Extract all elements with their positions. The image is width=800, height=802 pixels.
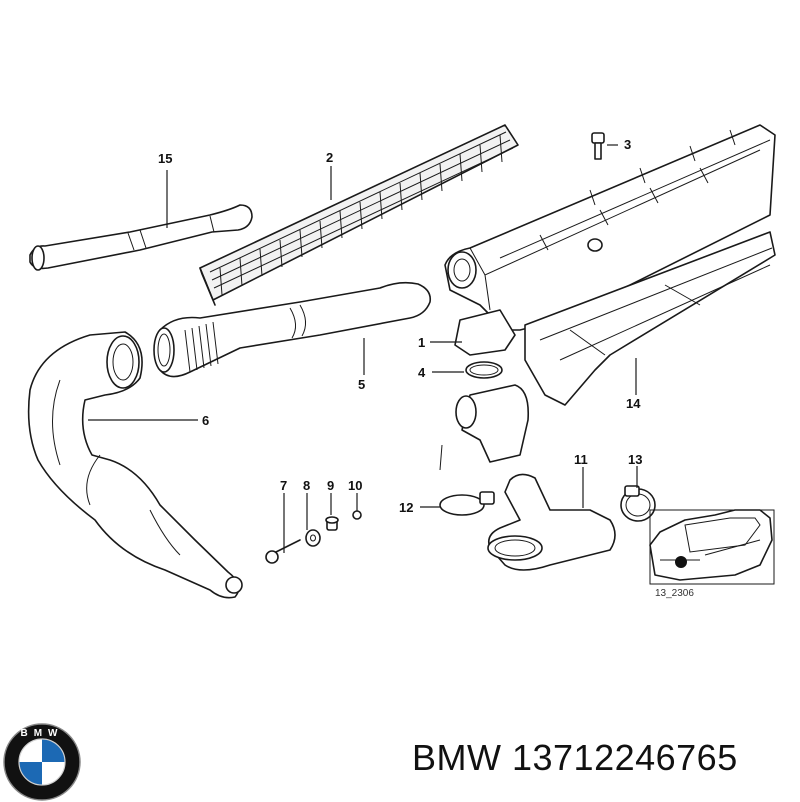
callout-14: 14 [626,396,641,411]
grommet-part-9 [325,516,339,531]
washer-part-8 [305,529,321,547]
part-number-caption: BMW 13712246765 [412,737,738,778]
callout-2: 2 [326,150,333,165]
bmw-logo: BMW [3,723,81,801]
callout-6: 6 [202,413,209,428]
callout-12: 12 [399,500,413,515]
clip-part-10 [352,510,362,520]
bolt-part-3 [591,132,605,160]
vehicle-location-inset: 13_2306 [649,509,775,599]
callout-4: 4 [418,365,426,380]
callout-10: 10 [348,478,362,493]
hose-part-11 [487,473,616,571]
logo-lettering: BMW [21,728,64,739]
callout-1: 1 [418,335,425,350]
intake-boot-part-5 [153,281,432,378]
intake-duct-part-6 [27,331,243,599]
callout-7: 7 [280,478,287,493]
callout-11: 11 [574,452,588,467]
air-filter-part-2 [199,124,519,306]
callout-3: 3 [624,137,631,152]
screw-part-7 [265,539,301,564]
leader-lines [88,144,638,553]
engine-location-dot [675,556,687,568]
hose-clamp-part-13 [620,485,656,522]
callout-15: 15 [158,151,172,166]
air-mass-meter [439,384,530,471]
breather-hose-part-15 [29,204,253,271]
lower-trim-part-14 [524,231,776,406]
callout-5: 5 [358,377,365,392]
callout-labels: 15 2 3 1 4 5 6 7 8 9 10 12 11 13 14 [158,137,642,515]
callout-8: 8 [303,478,310,493]
hose-clamp-part-12 [439,491,495,516]
callout-13: 13 [628,452,642,467]
callout-9: 9 [327,478,334,493]
inset-reference-code: 13_2306 [655,588,694,599]
intake-housing-part-1 [444,124,776,356]
seal-ring-part-4 [465,361,503,379]
